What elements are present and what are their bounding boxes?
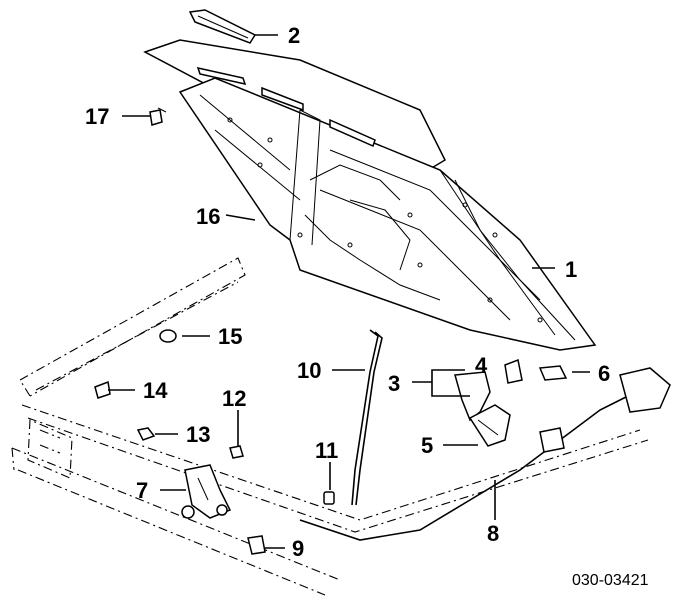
callout-12: 12 — [222, 386, 246, 411]
hood-support-rod-part-10 — [351, 329, 383, 506]
leader-lines — [108, 34, 590, 549]
bolt-part-6 — [538, 365, 568, 381]
catalog-number: 030-03421 — [572, 572, 649, 589]
clip-part-17 — [149, 107, 167, 126]
callout-7: 7 — [136, 478, 148, 503]
hood-latch-part-7 — [181, 464, 232, 519]
clip-part-13 — [136, 427, 156, 441]
rod-holder-part-11 — [323, 491, 335, 505]
cushion-part-14 — [94, 380, 111, 399]
callout-14: 14 — [143, 378, 168, 403]
callout-16: 16 — [196, 204, 220, 229]
callout-labels: 2 17 16 1 15 14 13 12 7 9 10 11 3 4 5 6 … — [85, 23, 610, 561]
hood-hinge-part-3 — [454, 371, 511, 447]
callout-9: 9 — [292, 536, 304, 561]
callout-8: 8 — [487, 521, 499, 546]
callout-6: 6 — [598, 361, 610, 386]
release-handle — [619, 367, 671, 413]
callout-2: 2 — [288, 23, 300, 48]
hinge-bracket-part-4 — [504, 358, 523, 384]
vehicle-body-outline — [11, 257, 649, 596]
callout-5: 5 — [421, 433, 433, 458]
callout-13: 13 — [186, 422, 210, 447]
callout-11: 11 — [315, 438, 338, 463]
callout-15: 15 — [218, 324, 242, 349]
hood-panel — [143, 39, 597, 351]
rubber-bumper-part-15 — [159, 329, 177, 343]
callout-1: 1 — [565, 257, 577, 282]
hood-molding-part — [188, 9, 257, 44]
callout-4: 4 — [475, 353, 488, 378]
release-cable-part-8 — [299, 394, 631, 541]
callout-10: 10 — [297, 358, 321, 383]
callout-17: 17 — [85, 104, 109, 129]
clip-part-9 — [247, 535, 266, 555]
clip-part-12 — [229, 445, 244, 459]
callout-3: 3 — [388, 371, 400, 396]
